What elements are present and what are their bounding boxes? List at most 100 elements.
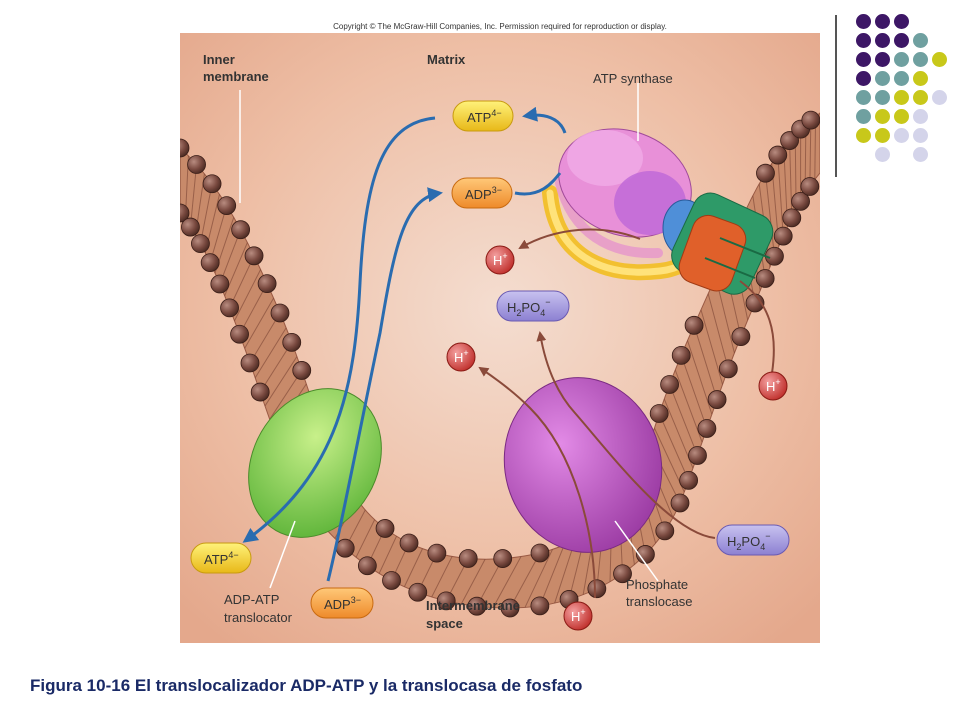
decorative-dot — [932, 90, 947, 105]
lipid-head — [200, 253, 220, 272]
lipid-tail — [199, 183, 213, 244]
lipid-head — [718, 359, 738, 379]
lipid-head — [230, 324, 249, 344]
decorative-dot — [856, 90, 871, 105]
decorative-dot — [894, 33, 909, 48]
lipid-tail — [378, 536, 397, 574]
decorative-dot — [856, 109, 871, 124]
svg-text:H+: H+ — [493, 251, 508, 268]
lipid-tail — [669, 384, 698, 456]
decorative-dot — [875, 109, 890, 124]
lipid-head — [231, 220, 251, 240]
lipid-tail — [264, 356, 298, 407]
adp-atp-leader — [269, 520, 296, 589]
decorative-dot — [894, 90, 909, 105]
lipid-head — [270, 303, 290, 323]
lipid-head — [671, 345, 691, 365]
adp-matrix-pill: ADP3− — [451, 177, 513, 209]
lipid-head — [780, 131, 799, 150]
lipid-head — [335, 538, 355, 558]
lipid-tail — [244, 297, 275, 349]
decorative-dot — [913, 109, 928, 124]
phosphate-translocase-label: Phosphate — [626, 577, 688, 592]
lipid-tail — [492, 556, 522, 608]
lipid-head — [768, 145, 788, 165]
lipid-head — [670, 493, 690, 513]
matrix-label: Matrix — [427, 52, 466, 67]
lipid-head — [649, 404, 669, 423]
lipid-head — [240, 353, 260, 373]
lipid-head — [500, 598, 520, 618]
proton-symport-arrow — [478, 366, 596, 599]
decorative-dot — [875, 52, 890, 67]
lipid-head — [375, 519, 395, 538]
decorative-dot — [875, 71, 890, 86]
lipid-tail — [509, 552, 541, 609]
lipid-head — [382, 571, 401, 590]
lipid-tail — [219, 229, 242, 285]
lipid-tail — [355, 519, 376, 558]
adp-atp-translocator-label-2: translocator — [224, 610, 293, 625]
lipid-head — [244, 246, 264, 266]
lipid-head — [493, 549, 513, 568]
lipid-head — [458, 549, 478, 568]
lipid-tail — [687, 340, 713, 415]
lipid-tail — [254, 327, 287, 379]
lipid-head — [467, 596, 487, 616]
synthase-proton-arrow — [518, 228, 641, 249]
figure-caption: Figura 10-16 El translocalizador ADP-ATP… — [30, 676, 583, 695]
decorative-dot — [913, 52, 928, 67]
lipid-tail — [403, 548, 423, 587]
lipid-tail — [239, 283, 268, 335]
proton-matrix-2: H+ — [446, 342, 476, 372]
decorative-dot — [913, 128, 928, 143]
phosphate-translocase-protein — [503, 377, 663, 553]
svg-text:H+: H+ — [454, 348, 469, 365]
atp-export-arrow — [242, 116, 436, 543]
lipid-head — [791, 191, 810, 211]
lipid-tail — [680, 355, 708, 429]
inner-membrane-label: Inner — [203, 52, 235, 67]
synthase-atp-arrow — [522, 106, 567, 134]
lipid-head — [250, 382, 270, 402]
synthase-adp-arrow — [514, 172, 562, 196]
lipid-tail — [229, 255, 255, 309]
lipid-head — [357, 556, 377, 576]
lipid-head — [180, 138, 190, 158]
decorative-dot — [875, 33, 890, 48]
intermembrane-label: Intermembrane — [426, 598, 520, 613]
svg-text:H2PO4−: H2PO4− — [507, 297, 550, 318]
lipid-tail — [777, 155, 784, 237]
phosphate-intermembrane-pill: H2PO4− — [716, 524, 790, 556]
lipid-head — [187, 155, 206, 174]
lipid-head — [408, 582, 428, 602]
lipid-head — [282, 332, 302, 352]
lipid-tail — [431, 556, 453, 598]
phosphate-matrix-pill: H2PO4− — [496, 290, 570, 322]
atp-matrix-pill: ATP4− — [452, 100, 514, 132]
decorative-dot — [875, 147, 890, 162]
lipid-tail — [539, 544, 565, 607]
decorative-dot — [894, 52, 909, 67]
decorative-dot — [932, 52, 947, 67]
lipid-tail — [460, 558, 486, 605]
svg-text:H+: H+ — [766, 377, 781, 394]
svg-text:ATP4−: ATP4− — [467, 108, 502, 125]
lipid-head — [180, 203, 190, 223]
lipid-tail — [809, 120, 812, 187]
proton-intermembrane-1: H+ — [758, 371, 788, 401]
lipid-head — [530, 596, 550, 616]
lipid-tail — [764, 173, 775, 257]
decorative-dot — [875, 14, 890, 29]
proton-matrix-1: H+ — [485, 245, 515, 275]
lipid-head — [660, 375, 679, 394]
lipid-head — [800, 177, 820, 196]
copyright-notice: Copyright © The McGraw-Hill Companies, I… — [333, 22, 667, 31]
lipid-tail — [209, 205, 228, 263]
lipid-tail — [269, 370, 303, 420]
atp-synthase-complex — [542, 128, 774, 295]
inner-membrane-label-2: membrane — [203, 69, 269, 84]
lipid-head — [181, 217, 200, 237]
lipid-head — [427, 543, 447, 563]
lipid-head — [191, 234, 210, 254]
